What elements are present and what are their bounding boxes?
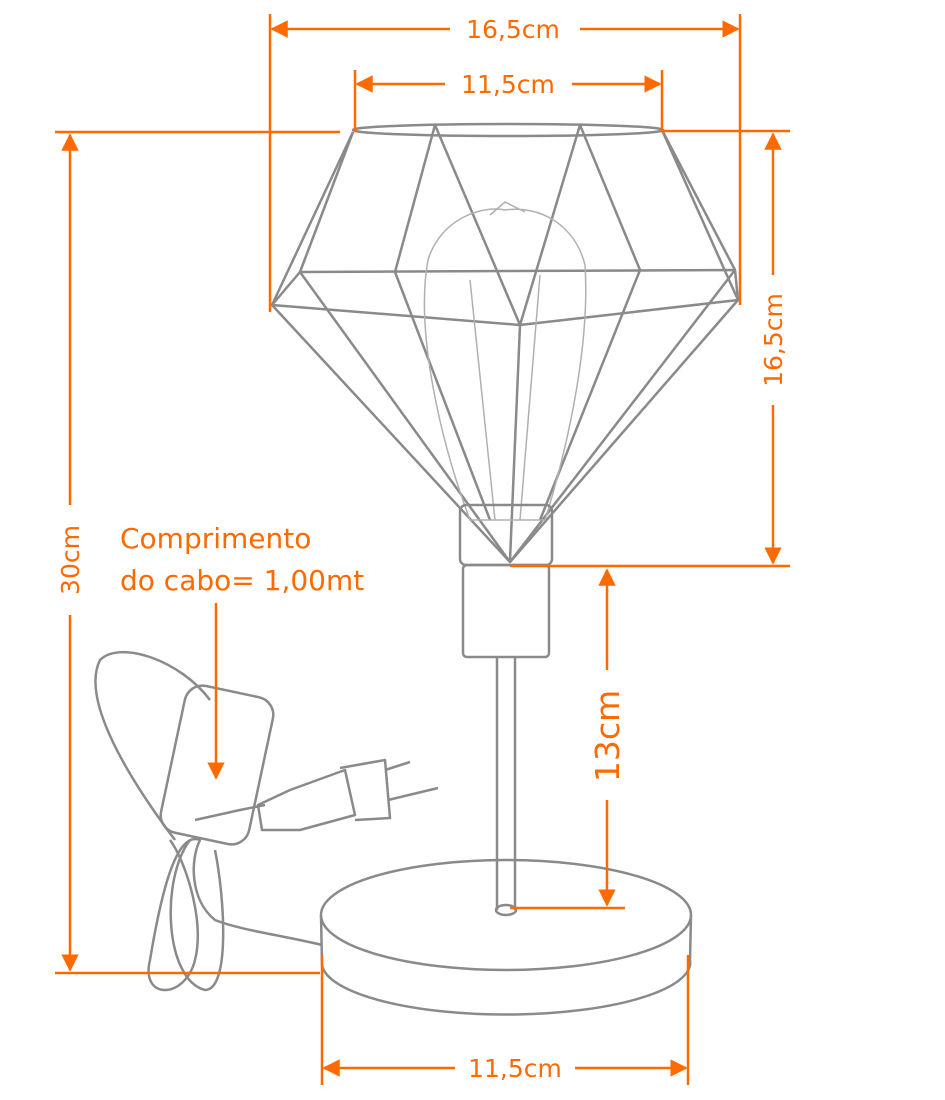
cable-note-line1: Comprimento bbox=[120, 522, 311, 555]
dimension-shade-top-width: 11,5cm bbox=[353, 70, 664, 132]
cable-note-line2: do cabo= 1,00mt bbox=[120, 564, 364, 597]
dimension-label: 11,5cm bbox=[461, 70, 555, 99]
dimension-shade-height: 16,5cm bbox=[510, 129, 790, 568]
lamp-illustration bbox=[94, 122, 740, 1016]
dimension-label: 16,5cm bbox=[466, 15, 560, 44]
light-bulb bbox=[423, 201, 587, 521]
dimension-total-height: 30cm bbox=[55, 130, 340, 975]
base bbox=[319, 858, 693, 1016]
stem bbox=[494, 658, 518, 917]
dimension-label: 16,5cm bbox=[759, 293, 788, 387]
dimension-label: 11,5cm bbox=[468, 1054, 562, 1083]
socket bbox=[458, 503, 554, 659]
dimension-shade-outer-width: 16,5cm bbox=[268, 14, 742, 312]
dimension-label: 13cm bbox=[588, 690, 627, 782]
dimension-label: 30cm bbox=[56, 525, 85, 595]
dimension-base-diameter: 11,5cm bbox=[320, 955, 690, 1085]
cable-length-note: Comprimento do cabo= 1,00mt bbox=[120, 522, 364, 780]
power-cable bbox=[94, 650, 323, 992]
dimension-stem-height: 13cm bbox=[510, 568, 627, 910]
diamond-cage bbox=[270, 122, 740, 564]
plug bbox=[256, 758, 439, 832]
